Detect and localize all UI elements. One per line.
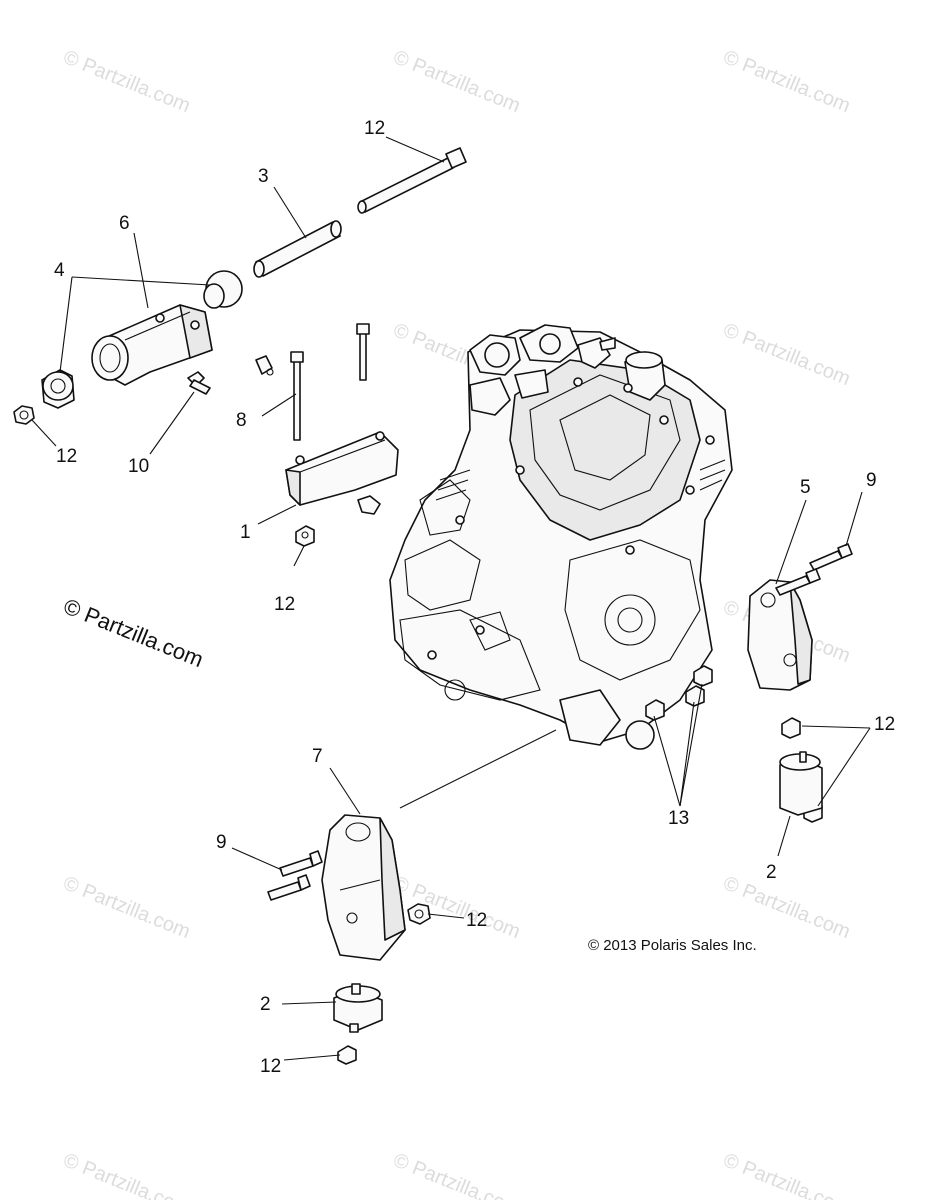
callout-12-c: 12 [874, 714, 895, 735]
part-6-mount-housing [91, 304, 213, 386]
watermark-1: © Partzilla.com [60, 46, 193, 117]
callout-3: 3 [258, 166, 269, 187]
callout-10: 10 [128, 456, 149, 477]
callout-4: 4 [54, 260, 65, 281]
watermark-8: © Partzilla.com [60, 872, 193, 943]
part-11-long-bolt [357, 147, 467, 214]
part-8-bolts [255, 323, 370, 441]
part-2-rubber-mount-lower [333, 983, 383, 1033]
callout-9-a: 9 [866, 470, 877, 491]
part-13-nuts [645, 665, 713, 721]
watermark-12: © Partzilla.com [390, 1149, 523, 1200]
part-4-bushings [41, 270, 243, 409]
part-7-left-bracket [321, 814, 406, 961]
copyright-text: © 2013 Polaris Sales Inc. [588, 937, 757, 954]
callout-5: 5 [800, 477, 811, 498]
leader-lines [31, 136, 871, 1061]
callout-1: 1 [240, 522, 251, 543]
part-1-bracket [285, 431, 399, 515]
part-2-rubber-mount-right [779, 751, 823, 816]
part-12-nut-left [13, 405, 35, 425]
part-12-nut-lower [337, 1045, 357, 1065]
callout-labels: 12 3 6 4 12 10 8 1 12 5 9 12 2 13 7 9 12… [54, 118, 895, 1077]
part-12-nut-bracket-7 [407, 903, 431, 925]
part-9-bolts-right [775, 543, 853, 596]
callout-7: 7 [312, 746, 323, 767]
callout-2-a: 2 [766, 862, 777, 883]
callout-2-b: 2 [260, 994, 271, 1015]
callout-12-b: 12 [274, 594, 295, 615]
callout-9-b: 9 [216, 832, 227, 853]
watermark-10: © Partzilla.com [720, 872, 853, 943]
engine-assembly [389, 324, 733, 750]
watermark-3: © Partzilla.com [720, 46, 853, 117]
watermark-9: © Partzilla.com [390, 872, 523, 943]
watermark-prominent: © Partzilla.com [60, 593, 207, 672]
watermark-5: © Partzilla.com [720, 319, 853, 390]
part-5-right-bracket [747, 579, 813, 691]
callout-12-d: 12 [466, 910, 487, 931]
watermark-11: © Partzilla.com [60, 1149, 193, 1200]
callout-6: 6 [119, 213, 130, 234]
callout-12-a: 12 [56, 446, 77, 467]
part-3-sleeve-tube [253, 220, 342, 278]
watermark-2: © Partzilla.com [390, 46, 523, 117]
callout-12-e: 12 [260, 1056, 281, 1077]
callout-11: 12 [364, 118, 385, 139]
watermark-13: © Partzilla.com [720, 1149, 853, 1200]
callout-8: 8 [236, 410, 247, 431]
part-9-bolts-left [267, 850, 323, 901]
part-12-nut-bracket [295, 525, 315, 547]
callout-13: 13 [668, 808, 689, 829]
part-10-bolt [187, 371, 211, 395]
